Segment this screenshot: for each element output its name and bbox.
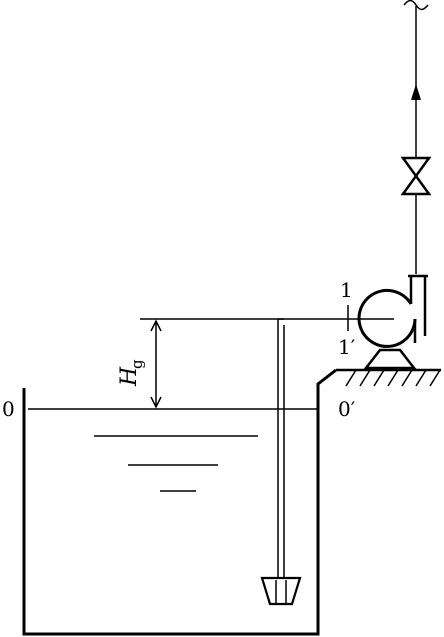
suction-pipe — [277, 318, 285, 578]
section-mark: 1 1′ — [338, 278, 356, 359]
section-label-bottom: 1′ — [338, 335, 356, 359]
centrifugal-pump-icon — [357, 274, 428, 348]
height-label: H — [117, 366, 142, 387]
section-label-top: 1 — [340, 278, 353, 302]
break-symbol-icon — [403, 0, 429, 11]
gate-valve-icon — [400, 156, 432, 196]
tank — [22, 368, 337, 636]
foot-valve-icon — [260, 576, 302, 606]
suction-height-dimension: H g — [117, 319, 162, 409]
flow-arrow-icon — [411, 84, 421, 100]
ground-hatching — [336, 368, 441, 387]
height-label-subscript: g — [128, 359, 146, 369]
datum-label-right: 0′ — [338, 397, 356, 421]
datum-label-left: 0 — [2, 397, 15, 421]
liquid-surface-marks — [94, 435, 258, 492]
pump-base — [363, 348, 417, 370]
